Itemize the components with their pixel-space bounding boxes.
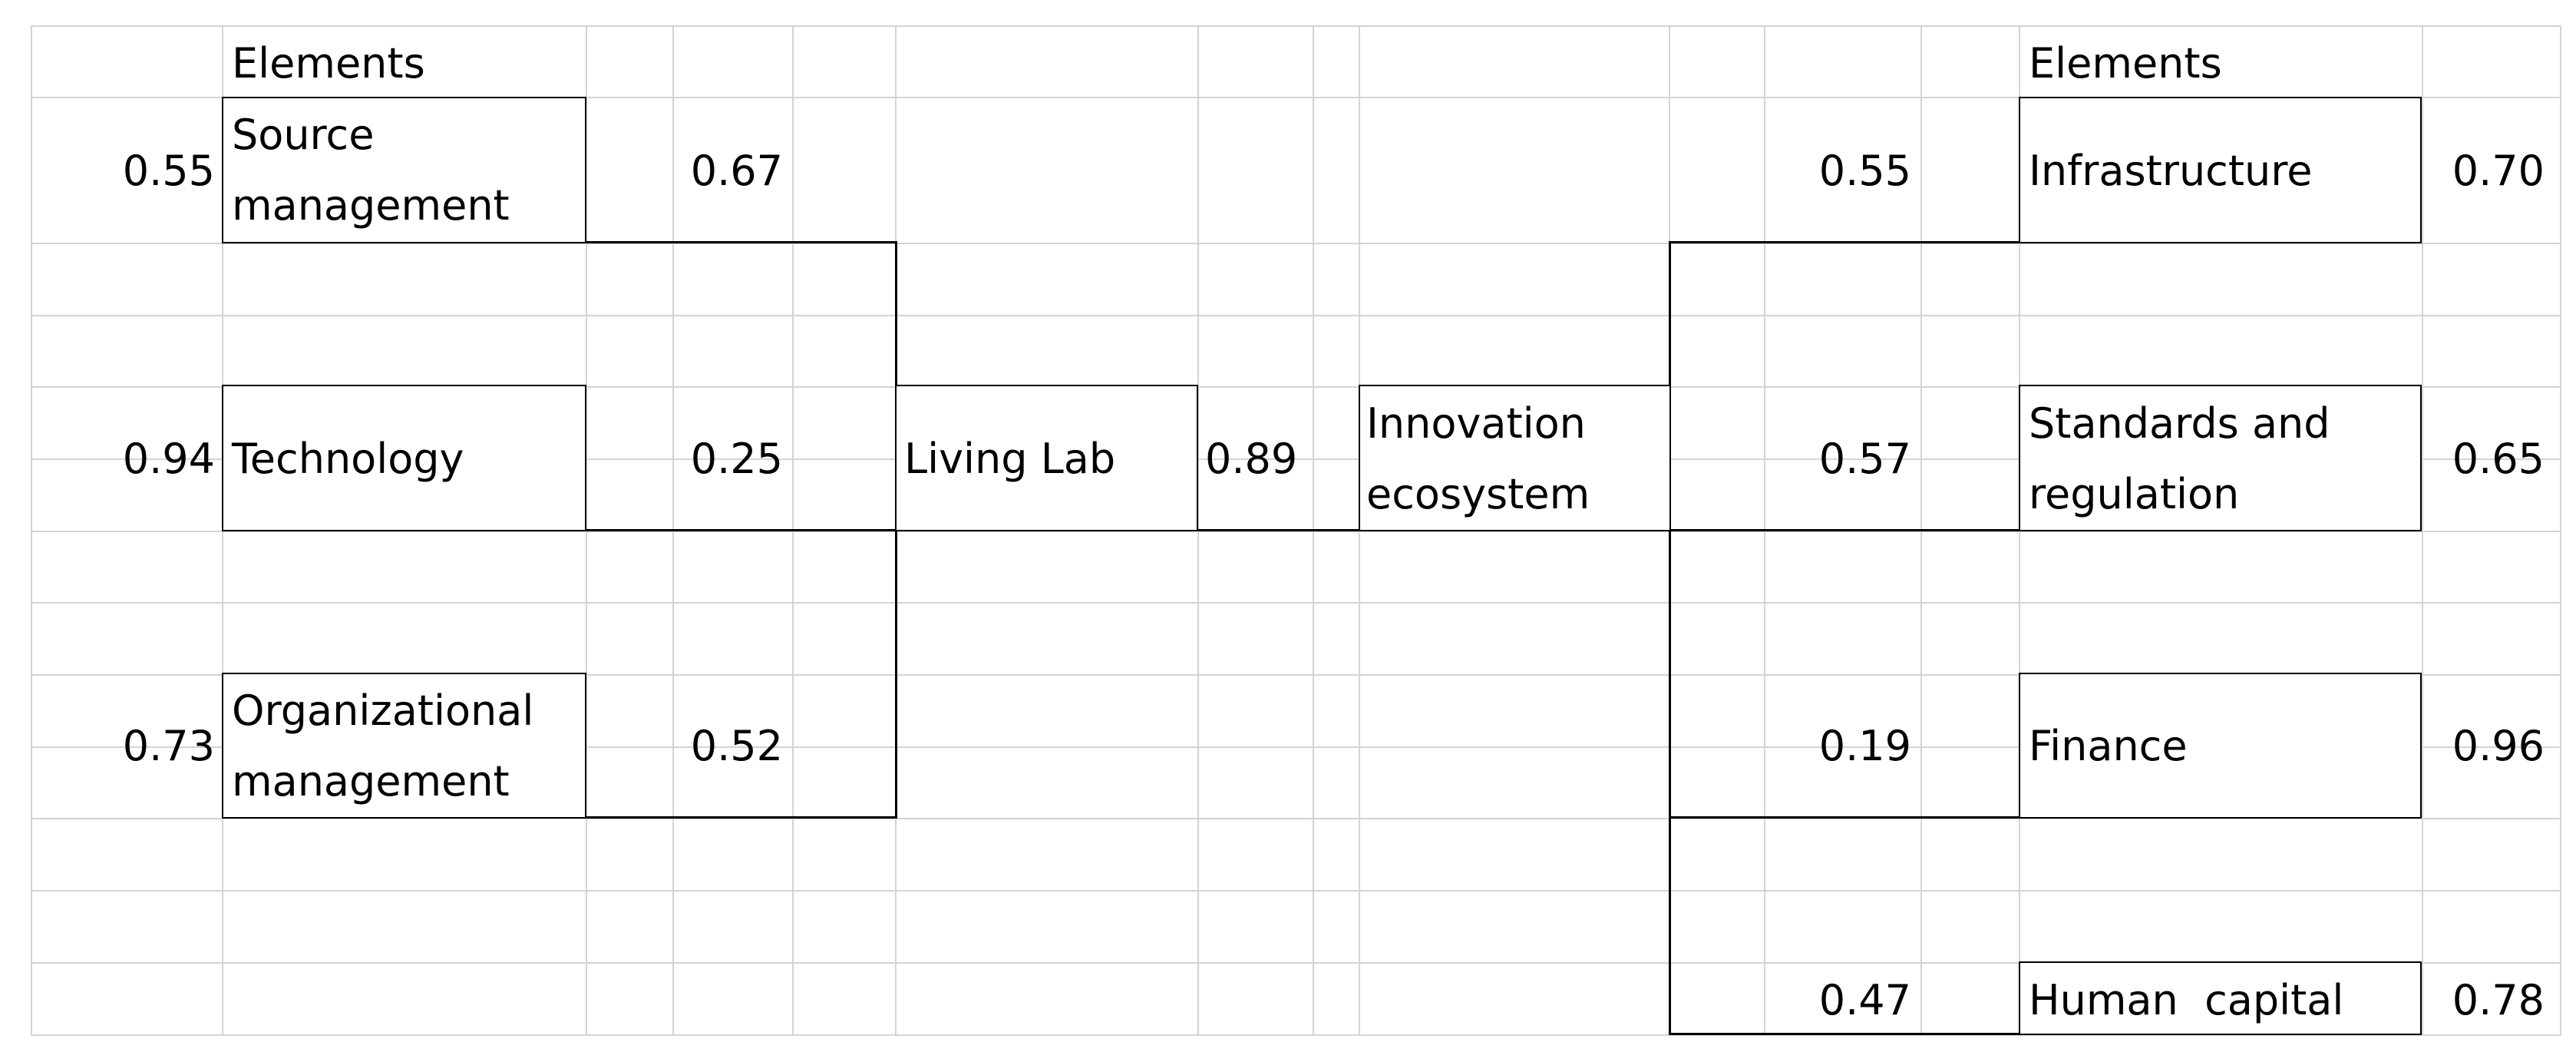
right-header: Elements — [2029, 39, 2222, 88]
standards-regulation-input-value: 0.57 — [1818, 435, 1911, 483]
source-management-output-value: 0.67 — [690, 147, 783, 195]
grid-row-line — [31, 243, 2561, 244]
connector-source-to-bus — [586, 241, 897, 243]
grid-row-line — [31, 1034, 2561, 1036]
source-management-box — [222, 97, 586, 243]
living-lab-to-ecosystem-value: 0.89 — [1205, 435, 1298, 483]
living-lab-label: Living Lab — [904, 435, 1116, 483]
grid-row-line — [31, 962, 2561, 964]
innovation-ecosystem-label: Innovation ecosystem — [1366, 399, 1590, 518]
grid-row-line — [31, 602, 2561, 604]
technology-label: Technology — [232, 435, 464, 483]
human-capital-input-value: 0.47 — [1818, 976, 1911, 1024]
finance-output-value: 0.96 — [2452, 722, 2545, 770]
grid-row-line — [31, 315, 2561, 316]
technology-box — [222, 385, 586, 531]
connector-organizational-to-bus — [586, 816, 897, 819]
technology-output-value: 0.25 — [690, 435, 783, 483]
grid-row-line — [31, 25, 2561, 27]
right-bus-line — [1669, 241, 1671, 1035]
connector-technology-to-living-lab — [586, 529, 897, 531]
organizational-management-box — [222, 673, 586, 819]
organizational-management-output-value: 0.52 — [690, 722, 783, 770]
finance-input-value: 0.19 — [1818, 722, 1911, 770]
infrastructure-box — [2019, 97, 2422, 243]
grid-row-line — [31, 97, 2561, 98]
standards-regulation-output-value: 0.65 — [2452, 435, 2545, 483]
finance-box — [2019, 673, 2422, 819]
source-management-input-value: 0.55 — [122, 147, 215, 195]
human-capital-box — [2019, 961, 2422, 1035]
standards-regulation-label: Standards and regulation — [2029, 399, 2330, 518]
infrastructure-output-value: 0.70 — [2452, 147, 2545, 195]
grid-row-line — [31, 818, 2561, 819]
grid-row-line — [31, 458, 2561, 460]
grid-row-line — [31, 746, 2561, 748]
left-header: Elements — [232, 39, 425, 88]
standards-regulation-box — [2019, 385, 2422, 531]
technology-input-value: 0.94 — [122, 435, 215, 483]
grid-row-line — [31, 531, 2561, 532]
infrastructure-label: Infrastructure — [2029, 147, 2313, 195]
grid-row-line — [31, 674, 2561, 676]
connector-bus-to-infrastructure — [1669, 241, 2020, 243]
connector-bus-to-human-capital — [1669, 1033, 2020, 1035]
connector-innovation-to-standards — [1669, 529, 2020, 531]
organizational-management-label: Organizational management — [232, 686, 534, 806]
grid-row-line — [31, 386, 2561, 388]
innovation-ecosystem-box — [1359, 385, 1671, 531]
grid-row-line — [31, 890, 2561, 892]
organizational-management-input-value: 0.73 — [122, 722, 215, 770]
finance-label: Finance — [2029, 722, 2188, 770]
human-capital-label: Human capital — [2029, 976, 2344, 1024]
human-capital-output-value: 0.78 — [2452, 976, 2545, 1024]
infrastructure-input-value: 0.55 — [1818, 147, 1911, 195]
living-lab-box — [895, 385, 1198, 531]
connector-living-lab-to-innovation — [1197, 529, 1361, 531]
source-management-label: Source management — [232, 111, 510, 230]
connector-bus-to-finance — [1669, 816, 2020, 819]
